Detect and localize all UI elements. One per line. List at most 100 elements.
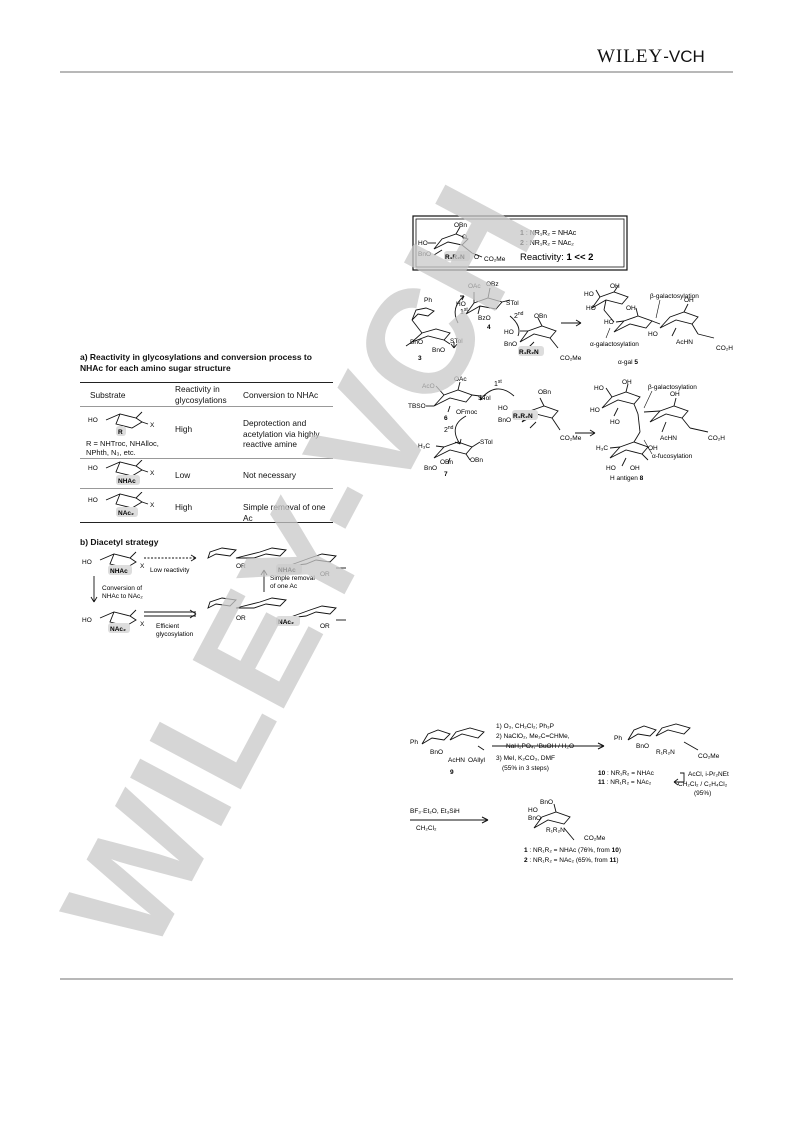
agal-title: α-gal 5 <box>618 359 638 366</box>
mid-cmpd6: 6 <box>444 415 448 422</box>
b-conversion-2: NHAc to NAc₂ <box>102 593 143 600</box>
mid-acc-r1r2n: R₁R₂N <box>513 413 533 420</box>
logo-main: WILEY <box>597 46 664 67</box>
final2-close: ) <box>616 857 618 864</box>
top-stol3: STol <box>450 338 463 345</box>
top-bno3a: BnO <box>410 339 423 346</box>
box-cmpd2: 2 <box>520 240 524 247</box>
mid-acc-ho: HO <box>498 405 508 412</box>
final1: 1 <box>524 847 528 854</box>
row1-note: R = NHTroc, NHAlloc, NPhth, N₃, etc. <box>86 439 159 457</box>
b-simple-1: Simple removal <box>270 575 315 582</box>
prod-line11: 11 : NR₁R₂ = NAc₂ <box>598 779 652 786</box>
reduction-solvent: CH₂Cl₂ <box>416 825 437 832</box>
row1-conversion: Deprotection and acetylation via highly … <box>243 418 320 449</box>
header-rule <box>60 71 733 73</box>
prod-ph: Ph <box>614 735 622 742</box>
b-nhac-left: NHAc <box>110 568 128 575</box>
b-or-bottom2: OR <box>320 623 330 630</box>
final-bno2: BnO <box>528 815 541 822</box>
box-line2: 2 : NR₁R₂ = NAc₂ <box>520 240 574 247</box>
reactivity-box: OBn HO BnO O R₁R₂N O CO₂Me 1 : NR₁R₂ = N… <box>412 215 628 271</box>
prod-bno: BnO <box>636 743 649 750</box>
top-stol: STol <box>506 300 519 307</box>
b-low-reactivity: Low reactivity <box>150 567 190 574</box>
footer-rule <box>60 978 733 980</box>
h-antigen-8: HO OH HO HO OH AcHN CO₂H H₃C OH OH HO β-… <box>590 379 725 482</box>
row3-substrate-structure: HO X NAc₂ <box>88 492 155 517</box>
b-nac2-left: NAc₂ <box>110 626 126 633</box>
sm-ph: Ph <box>410 739 418 746</box>
hag-achn: AcHN <box>660 435 677 442</box>
final-line2: 2 : NR₁R₂ = NAc₂ (65%, from 11) <box>524 857 619 864</box>
top-oac: OAc <box>468 283 481 290</box>
mid-cmpd7: 7 <box>444 471 448 476</box>
agal-num: 5 <box>634 359 638 366</box>
synthesis-scheme: 1) O₃, CH₂Cl₂; Ph₃P 2) NaClO₂, Me₂C=CHMe… <box>410 723 729 864</box>
hag-title: H antigen 8 <box>610 475 644 482</box>
top-acc-bno: BnO <box>504 341 517 348</box>
box-co2me: CO₂Me <box>484 256 506 263</box>
box-ho: HO <box>418 240 428 247</box>
hag-alpha-label: α-fucosylation <box>652 453 693 460</box>
top-acc-co2me: CO₂Me <box>560 355 582 362</box>
acetyl-solvent: CH₂Cl₂ / C₂H₄Cl₂ <box>678 781 728 788</box>
table-row1-rule <box>80 458 333 459</box>
sm-bno: BnO <box>430 749 443 756</box>
b-x-bottom: X <box>140 621 145 628</box>
row3-reactivity: High <box>175 502 193 512</box>
wiley-vch-logo: WILEY-VCH <box>597 46 705 68</box>
section-a-title-2: NHAc for each amino sugar structure <box>80 363 231 373</box>
row2-reactivity: Low <box>175 470 191 480</box>
prod-co2me: CO₂Me <box>698 753 720 760</box>
agal-co2h: CO₂H <box>716 345 733 352</box>
top-first-sup: st <box>464 307 469 313</box>
row1-reactivity: High <box>175 424 193 434</box>
b-or-top1: OR <box>236 563 246 570</box>
agal-achn: AcHN <box>676 339 693 346</box>
sm-achn: AcHN <box>448 757 465 764</box>
agal-alpha-label: α-galactosylation <box>590 341 639 348</box>
hag-oh2: OH <box>670 391 680 398</box>
mid-stol7: STol <box>480 439 493 446</box>
alpha-gal-5: HO HO OH HO OH HO OH AcHN CO₂H β-galacto… <box>584 283 733 366</box>
hag-beta-label: β-galactosylation <box>648 384 697 391</box>
scheme-alpha-gal: OAc OBz HO BzO STol 4 1st 2nd Ph BnO BnO… <box>405 281 582 362</box>
b-or-top2: OR <box>320 571 330 578</box>
box-o2: O <box>474 254 479 261</box>
top-ho: HO <box>456 301 466 308</box>
sm-oallyl: OAllyl <box>468 757 486 764</box>
row2-nhac: NHAc <box>118 478 136 485</box>
top-second: 2nd <box>514 311 524 320</box>
step2a: 2) NaClO₂, Me₂C=CHMe, <box>496 733 570 740</box>
final-co2me: CO₂Me <box>584 835 606 842</box>
th-substrate: Substrate <box>90 390 126 400</box>
mid-acc-co2me: CO₂Me <box>560 435 582 442</box>
cmpd11-def: : NR₁R₂ = NAc₂ <box>605 779 652 786</box>
prod-line10: 10 : NR₁R₂ = NHAc <box>598 770 655 777</box>
table-row2-rule <box>80 488 333 489</box>
top-obn: OBn <box>534 313 547 320</box>
hag-oh1: OH <box>622 379 632 386</box>
final2-def: : NR₁R₂ = NAc₂ (65%, from <box>528 857 610 864</box>
mid-second-num: 2 <box>444 427 448 434</box>
final1-close: ) <box>619 847 621 854</box>
prod-r1r2n: R₁R₂N <box>656 749 675 756</box>
top-first-num: 1 <box>460 309 464 316</box>
final2-from: 11 <box>609 857 616 864</box>
agal-name: α-gal <box>618 359 633 366</box>
arrow-to-hantigen <box>575 429 596 437</box>
mid-bno7: BnO <box>424 465 437 472</box>
table-top-rule <box>80 382 333 383</box>
mid-first: 1st <box>494 379 502 388</box>
cmpd11: 11 <box>598 779 605 786</box>
mid-tbso: TBSO <box>408 403 426 410</box>
row2-ho: HO <box>88 465 98 472</box>
top-ph: Ph <box>424 297 432 304</box>
hag-ho2: HO <box>590 407 600 414</box>
acetyl-reagent: AcCl, i-Pr₂NEt <box>688 771 729 778</box>
hag-h3c: H₃C <box>596 445 608 452</box>
mid-oac: OAc <box>454 376 467 383</box>
final2: 2 <box>524 857 528 864</box>
b-simple-2: of one Ac <box>270 583 298 590</box>
